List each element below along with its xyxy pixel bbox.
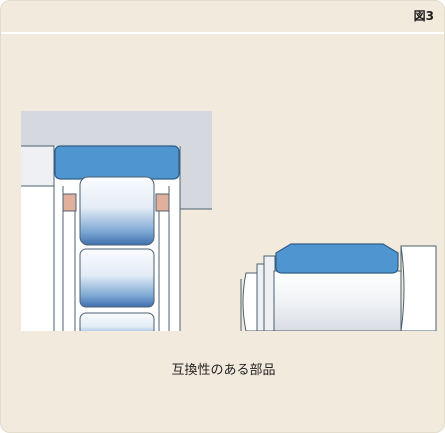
right-external-view: [231, 243, 441, 351]
housing-right-wall: [180, 146, 212, 209]
roller: [79, 248, 155, 308]
roller-body: [273, 270, 402, 332]
spacer-left: [62, 193, 77, 212]
bottom-mask: [21, 331, 221, 351]
housing-top: [21, 111, 212, 146]
left-section-view: [21, 111, 221, 351]
figure-caption: 互換性のある部品: [171, 363, 276, 378]
figure-number: 図3: [413, 9, 434, 23]
shaft-outline: [21, 145, 55, 187]
roller: [79, 176, 155, 246]
outer-ring: [275, 243, 399, 274]
flange-step: [263, 255, 276, 332]
shaft-shade: [21, 146, 54, 186]
spacer-right: [155, 193, 170, 212]
bottom-mask: [231, 331, 441, 351]
header-divider: [1, 32, 444, 34]
figure-header: [1, 1, 444, 32]
outer-ring: [54, 145, 180, 180]
right-cylinder: [400, 245, 437, 332]
